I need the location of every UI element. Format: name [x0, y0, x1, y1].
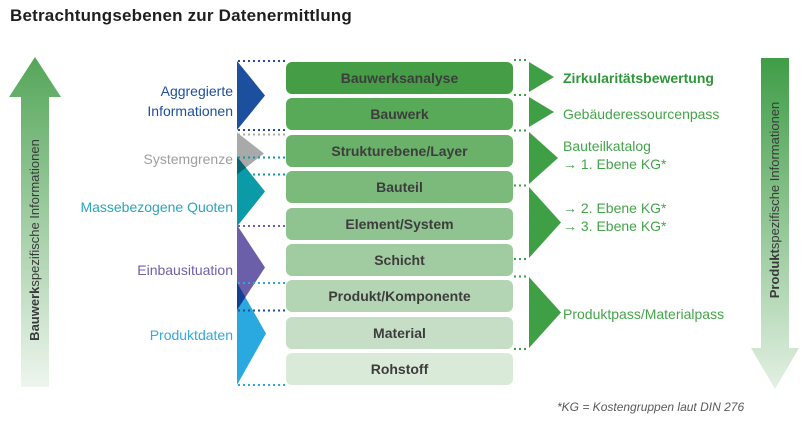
pointer-zirkularitaetsbewertung	[529, 62, 554, 92]
level-bar-produkt-komponente: Produkt/Komponente	[286, 280, 513, 312]
label-ebene-1-kg: → 1. Ebene KG*	[563, 156, 667, 172]
left-arrow-label-bold: Bauwerk	[27, 286, 42, 341]
level-bar-bauteil: Bauteil	[286, 171, 513, 203]
down-arrow-icon	[751, 58, 799, 389]
pointer-gebaeuderessourcenpass	[529, 97, 554, 127]
pointer-produktpass	[529, 277, 561, 348]
label-produktdaten: Produktdaten	[149, 327, 233, 343]
right-arrow-label: Produktspezifische Informationen	[762, 50, 788, 350]
chevron-produktdaten	[237, 282, 266, 385]
label-systemgrenze: Systemgrenze	[143, 151, 233, 167]
level-bar-bauwerksanalyse: Bauwerksanalyse	[286, 62, 513, 94]
label-bauteilkatalog: Bauteilkatalog	[563, 138, 651, 154]
label-gebaeuderessourcenpass: Gebäuderessourcenpass	[563, 106, 720, 122]
chevron-einbausituation	[237, 225, 265, 310]
chevron-massebezogene-quoten	[237, 156, 265, 227]
label-ebene-3-kg: → 3. Ebene KG*	[563, 218, 667, 234]
label-line: Informationen	[147, 103, 233, 119]
label-ebene-2-kg: → 2. Ebene KG*	[563, 200, 667, 216]
chevron-aggregierte-informationen	[237, 61, 265, 130]
level-bar-bauwerk: Bauwerk	[286, 98, 513, 130]
label-einbausituation: Einbausituation	[137, 262, 233, 278]
right-arrow-label-bold: Produkt	[767, 249, 782, 299]
level-bar-schicht: Schicht	[286, 244, 513, 276]
label-zirkularitaetsbewertung: Zirkularitätsbewertung	[563, 70, 714, 86]
page-title: Betrachtungsebenen zur Datenermittlung	[10, 6, 352, 25]
label-massebezogene-quoten: Massebezogene Quoten	[80, 199, 233, 215]
left-arrow-label: Bauwerkspezifische Informationen	[22, 90, 48, 390]
label-produktpass-materialpass: Produktpass/Materialpass	[563, 306, 725, 322]
pointer-bauteilkatalog	[529, 132, 558, 184]
level-bar-element-system: Element/System	[286, 208, 513, 240]
level-bar-rohstoff: Rohstoff	[286, 353, 513, 385]
level-bar-strukturebene: Strukturebene/Layer	[286, 135, 513, 167]
level-bar-material: Material	[286, 317, 513, 349]
label-aggregierte-informationen: Aggregierte Informationen	[147, 81, 233, 121]
chevron-systemgrenze	[237, 132, 264, 175]
footnote: *KG = Kostengruppen laut DIN 276	[557, 400, 745, 414]
pointer-ebene-2-3	[529, 187, 561, 258]
right-arrow-label-rest: spezifische Informationen	[767, 101, 782, 250]
up-arrow-icon	[9, 57, 61, 387]
label-line: Aggregierte	[160, 83, 233, 99]
left-arrow-label-rest: spezifische Informationen	[27, 139, 42, 287]
